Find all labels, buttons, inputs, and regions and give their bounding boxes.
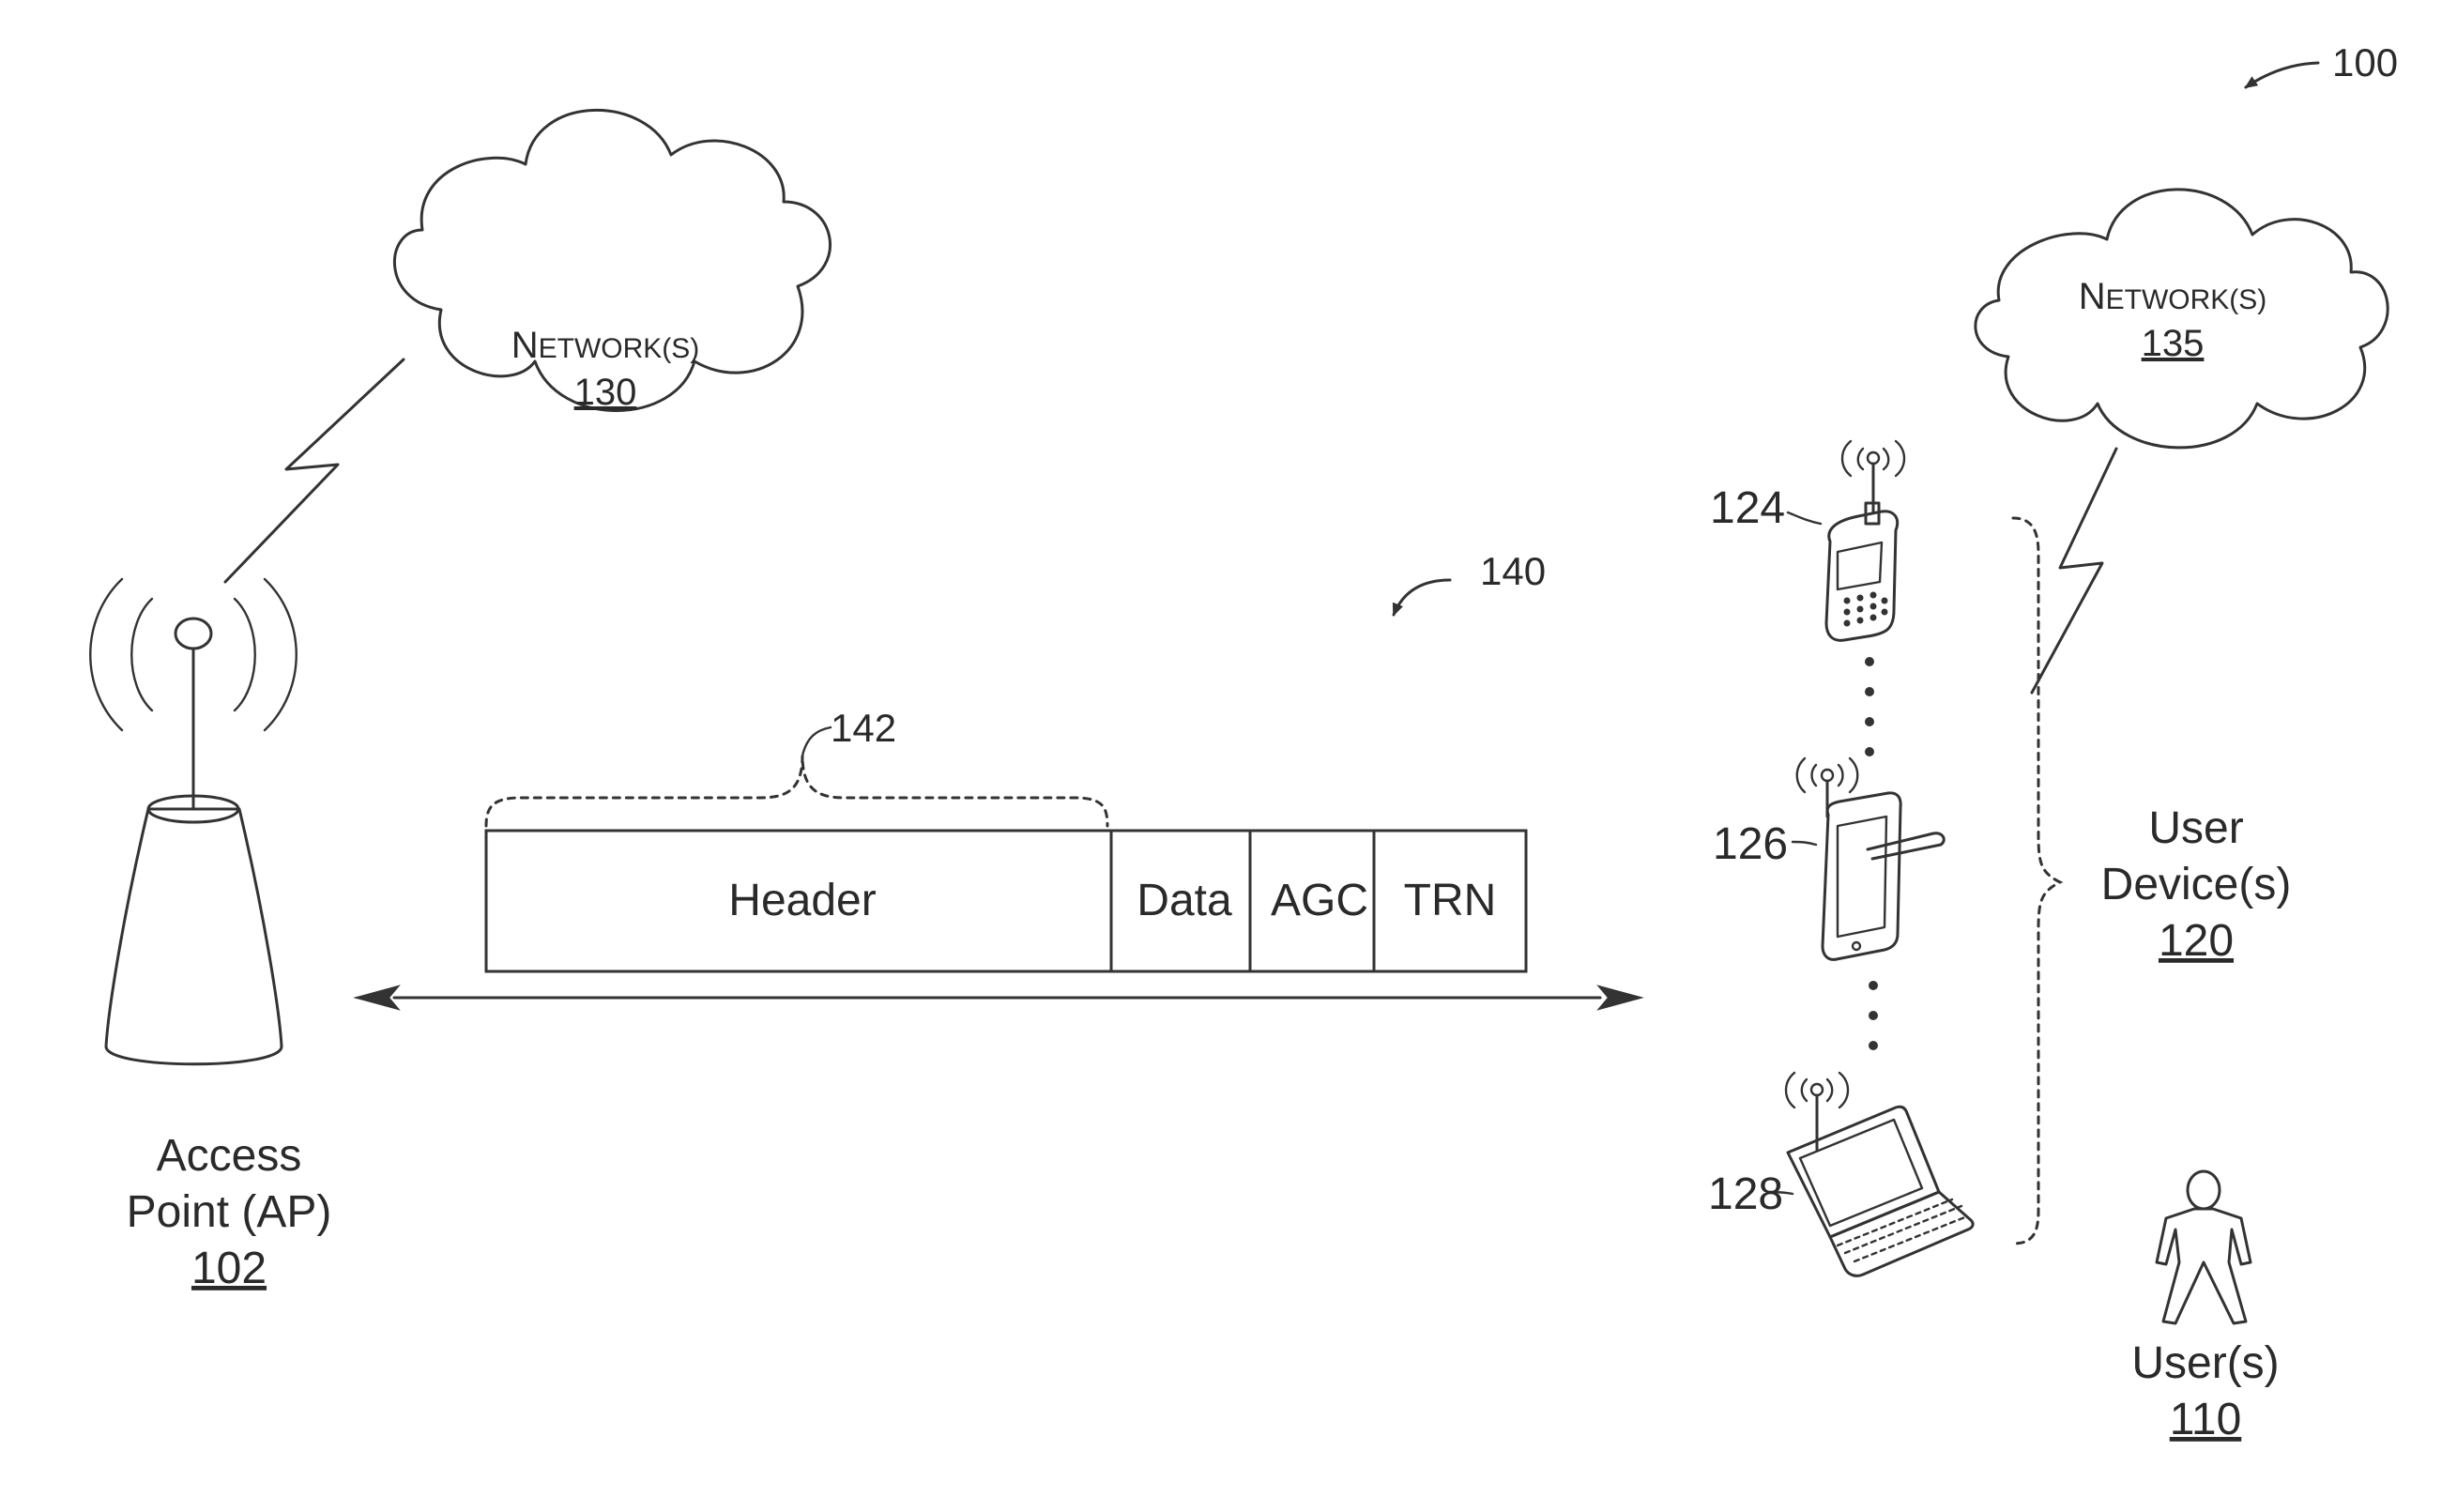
signal-wave bbox=[1842, 441, 1851, 476]
arrow-head-right bbox=[1599, 986, 1641, 1009]
frame-field-data-label: Data bbox=[1137, 876, 1232, 925]
tablet-screen bbox=[1838, 817, 1886, 937]
access-point-tower: Access Point (AP) 102 bbox=[90, 579, 331, 1293]
stylus bbox=[1868, 833, 1944, 859]
network-ref-135: 135 bbox=[2142, 323, 2205, 364]
user-head bbox=[2188, 1171, 2220, 1209]
laptop-base bbox=[1830, 1192, 1973, 1275]
signal-wave bbox=[1802, 1079, 1807, 1101]
device-ref-126: 126 bbox=[1713, 819, 1788, 869]
signal-wave bbox=[1812, 765, 1817, 786]
antenna-tip bbox=[1868, 452, 1879, 464]
laptop-keyboard bbox=[1838, 1199, 1967, 1261]
frame-field-header-label: Header bbox=[728, 876, 876, 925]
brace-leader bbox=[802, 727, 831, 756]
frame-ref-arrow bbox=[1394, 580, 1450, 615]
signal-wave bbox=[1850, 758, 1857, 792]
user-devices-brace: User Device(s) 120 bbox=[2013, 518, 2291, 1244]
device-tablet-126: 126 bbox=[1713, 758, 1944, 959]
header-brace bbox=[486, 756, 1107, 826]
signal-wave bbox=[1839, 765, 1843, 786]
access-point-ref: 102 bbox=[191, 1244, 267, 1293]
signal-wave bbox=[1858, 449, 1863, 469]
device-cell-phone-124: 124 bbox=[1710, 441, 1904, 640]
device-ref-124: 124 bbox=[1710, 483, 1785, 533]
figure-ref-arrow bbox=[2246, 63, 2318, 87]
tablet-button bbox=[1853, 942, 1860, 950]
bidirectional-arrow bbox=[357, 986, 1641, 1009]
header-brace-142: 142 bbox=[486, 706, 1107, 826]
signal-wave bbox=[265, 579, 297, 730]
frame-structure: Header Data AGC TRN bbox=[486, 831, 1526, 971]
device-ref-128: 128 bbox=[1708, 1169, 1783, 1219]
figure-ref-100: 100 bbox=[2246, 40, 2398, 87]
antenna-tip bbox=[176, 619, 211, 649]
signal-wave bbox=[131, 599, 152, 710]
user-devices-label-line2: Device(s) bbox=[2101, 860, 2292, 909]
signal-wave bbox=[1839, 1073, 1848, 1107]
ref-leader bbox=[1793, 842, 1816, 845]
network-cloud-130: NETWORK(S) 130 bbox=[394, 110, 830, 413]
network-cloud-135: NETWORK(S) 135 bbox=[1976, 190, 2388, 448]
signal-wave bbox=[1884, 449, 1888, 469]
device-laptop-128: 128 bbox=[1708, 1073, 1973, 1275]
continuation-dots bbox=[1865, 657, 1878, 1050]
users-label: User(s) bbox=[2131, 1338, 2279, 1388]
antenna-tip bbox=[1822, 770, 1833, 781]
signal-wave bbox=[1896, 441, 1904, 476]
frame-ref-140: 140 bbox=[1394, 549, 1546, 615]
user-figure: User(s) 110 bbox=[2131, 1171, 2279, 1444]
signal-wave bbox=[1786, 1073, 1794, 1107]
signal-wave bbox=[235, 599, 255, 710]
figure-ref-label: 100 bbox=[2332, 40, 2398, 84]
user-body bbox=[2157, 1209, 2251, 1323]
network-label: NETWORK(S) bbox=[2079, 276, 2267, 317]
ref-leader bbox=[1788, 512, 1821, 524]
frame-ref-label: 140 bbox=[1480, 549, 1546, 593]
phone-screen bbox=[1838, 542, 1882, 589]
header-group-ref: 142 bbox=[831, 706, 896, 750]
tower-body bbox=[106, 809, 282, 1064]
cloud-outline bbox=[394, 110, 830, 410]
cloud-outline bbox=[1976, 190, 2388, 448]
user-devices-label-line1: User bbox=[2148, 803, 2243, 853]
users-ref: 110 bbox=[2170, 1395, 2242, 1444]
signal-wave bbox=[90, 579, 122, 730]
phone-keypad bbox=[1844, 592, 1888, 627]
arrow-head-left bbox=[357, 986, 398, 1009]
user-devices-ref: 120 bbox=[2159, 916, 2234, 966]
brace bbox=[2013, 518, 2060, 1244]
antenna-tip bbox=[1811, 1084, 1823, 1095]
access-point-label-line1: Access bbox=[157, 1131, 302, 1181]
access-point-label-line2: Point (AP) bbox=[127, 1187, 332, 1237]
signal-wave bbox=[1827, 1079, 1832, 1101]
network-ref-130: 130 bbox=[574, 372, 637, 413]
tablet-body bbox=[1823, 793, 1900, 959]
frame-field-trn-label: TRN bbox=[1404, 876, 1497, 925]
network-label: NETWORK(S) bbox=[511, 325, 700, 366]
wireless-link-ap-network bbox=[225, 359, 404, 582]
signal-wave bbox=[1797, 758, 1805, 792]
frame-field-agc-label: AGC bbox=[1271, 876, 1368, 925]
wireless-link-devices-network bbox=[2032, 449, 2116, 693]
